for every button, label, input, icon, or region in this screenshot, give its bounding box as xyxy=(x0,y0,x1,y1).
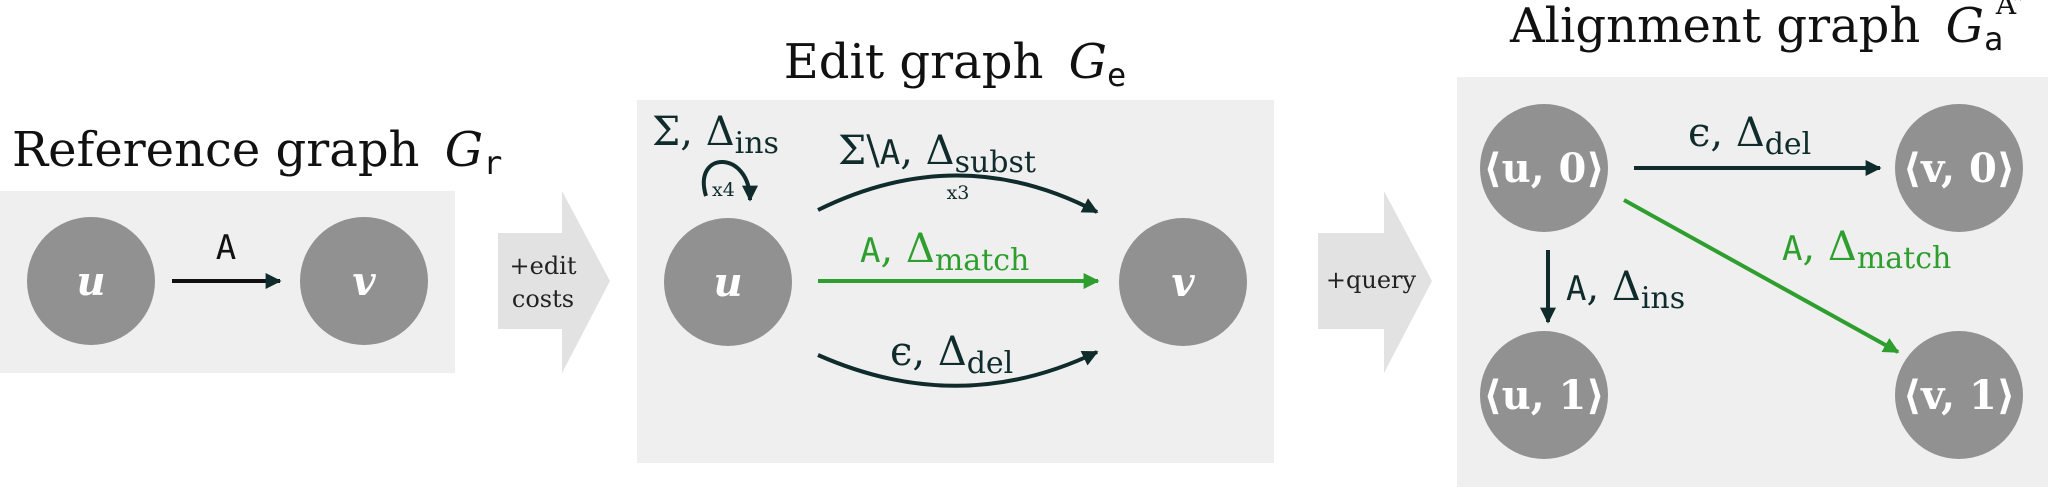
alignment-node-v1 xyxy=(1895,331,2023,459)
reference-edge-label: A xyxy=(216,228,236,268)
query-arrow-label: +query xyxy=(1326,266,1417,294)
query-arrow: +query xyxy=(1318,191,1432,373)
reference-graph-panel: Reference graph Gr u v A xyxy=(0,122,502,373)
reference-node-v-label: v xyxy=(352,258,376,305)
edit-graph-panel: Edit graph Ge u v Σ, Δins x4 Σ\A, Δsubst… xyxy=(637,34,1274,463)
alignment-graph-panel: Alignment graph Ga“A” ⟨u, 0⟩ ⟨v, 0⟩ ⟨u, … xyxy=(1457,0,2048,487)
alignment-node-u1-label: ⟨u, 1⟩ xyxy=(1483,372,1604,419)
edit-substitution-edge xyxy=(817,173,1099,214)
edit-insertion-label: Σ, Δins xyxy=(652,109,779,161)
alignment-insertion-label: A, Δins xyxy=(1566,264,1685,316)
alignment-match-edge xyxy=(1623,198,1900,354)
edit-costs-arrow-line2: costs xyxy=(512,285,574,313)
edit-node-u xyxy=(664,218,792,346)
edit-graph-title: Edit graph Ge xyxy=(784,34,1126,94)
alignment-match-label: A, Δmatch xyxy=(1782,224,1951,276)
alignment-node-u1 xyxy=(1480,331,1608,459)
edit-match-label: A, Δmatch xyxy=(860,226,1029,278)
alignment-deletion-label: ϵ, Δdel xyxy=(1688,110,1811,162)
alignment-node-v1-label: ⟨v, 1⟩ xyxy=(1903,372,2015,419)
edit-deletion-edge xyxy=(817,350,1099,388)
alignment-node-v0 xyxy=(1895,104,2023,232)
edit-substitution-label: Σ\A, Δsubst xyxy=(838,128,1036,180)
edit-deletion-label: ϵ, Δdel xyxy=(890,329,1013,381)
alignment-node-u0-label: ⟨u, 0⟩ xyxy=(1483,145,1604,192)
edit-node-v-label: v xyxy=(1171,259,1195,306)
edit-node-v xyxy=(1119,218,1247,346)
alignment-node-u0 xyxy=(1480,104,1608,232)
reference-node-v xyxy=(300,217,428,345)
reference-node-u-label: u xyxy=(76,258,105,305)
reference-node-u xyxy=(27,217,155,345)
edit-insertion-multiplier: x4 xyxy=(712,179,735,201)
query-arrow-shape xyxy=(1318,191,1432,373)
edit-costs-arrow: +edit costs xyxy=(498,191,610,373)
reference-graph-title: Reference graph Gr xyxy=(12,122,502,182)
edit-costs-arrow-shape xyxy=(498,191,610,373)
edit-substitution-multiplier: x3 xyxy=(947,182,970,204)
edit-costs-arrow-line1: +edit xyxy=(510,252,577,280)
edit-insertion-loop xyxy=(701,160,758,202)
alignment-node-v0-label: ⟨v, 0⟩ xyxy=(1903,145,2015,192)
edit-node-u-label: u xyxy=(713,259,742,306)
alignment-graph-title: Alignment graph Ga“A” xyxy=(1509,0,2026,58)
